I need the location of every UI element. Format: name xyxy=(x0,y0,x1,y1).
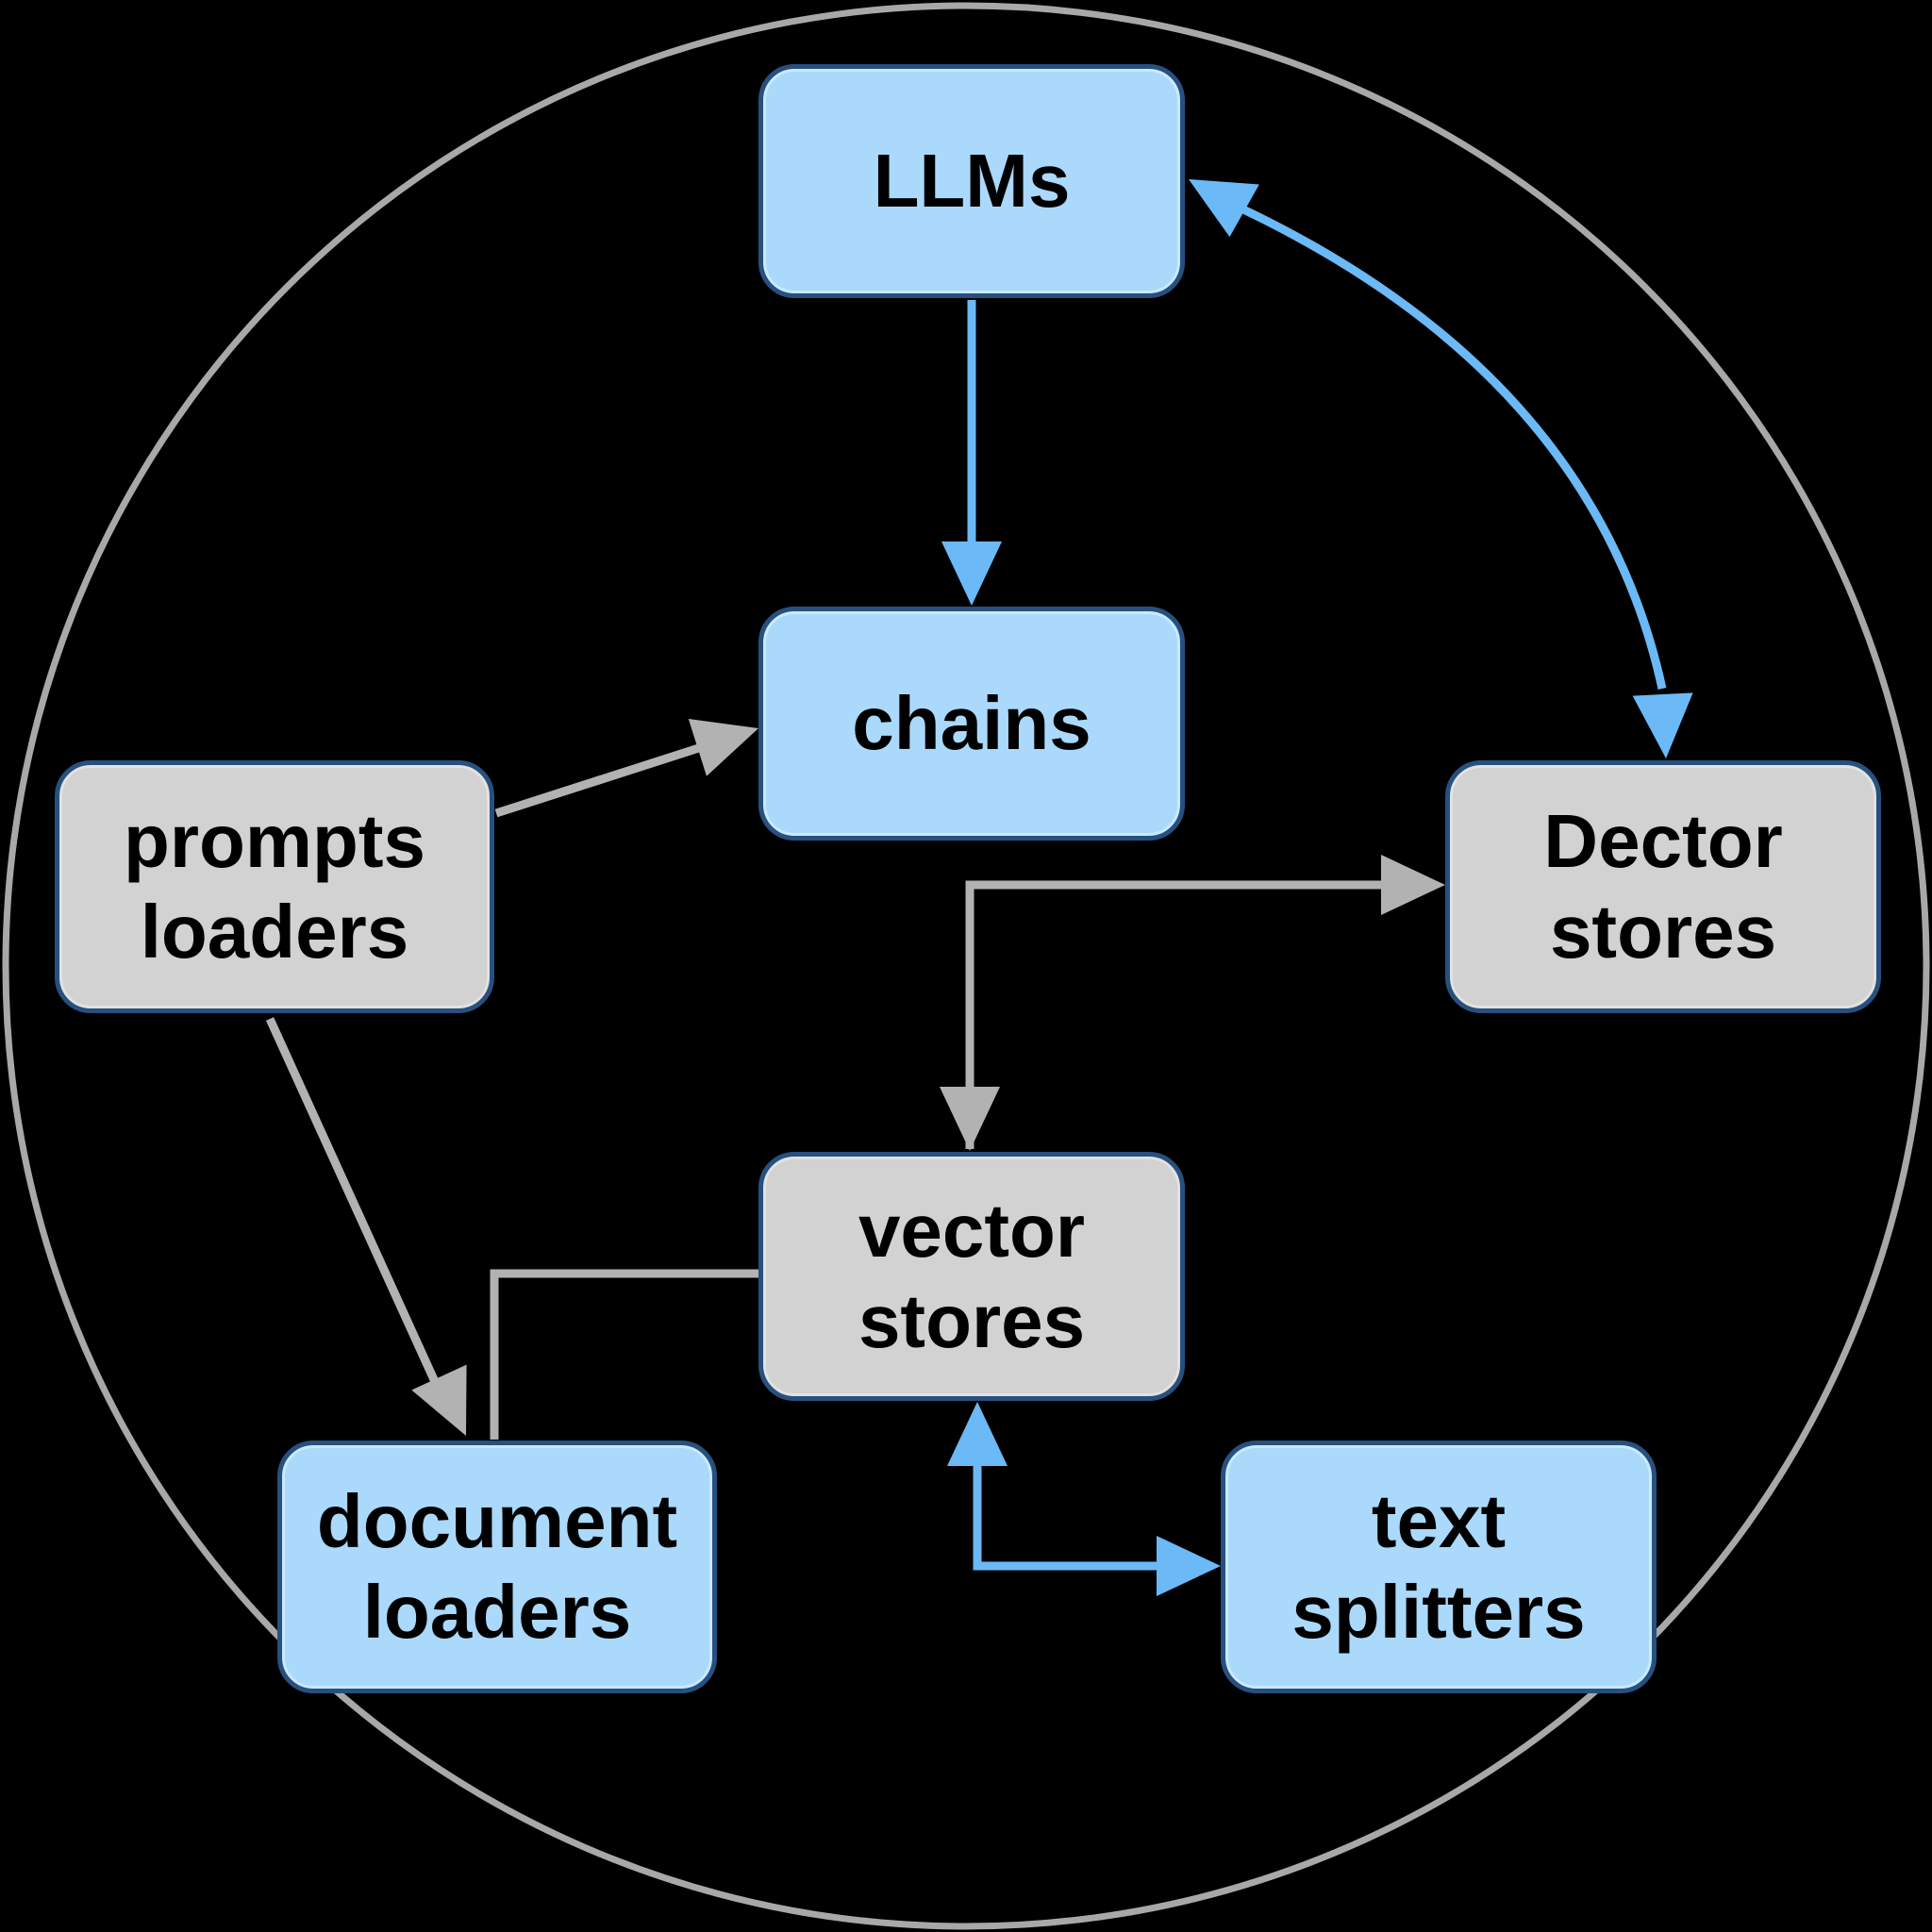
node-prompts-loaders-line-2: loaders xyxy=(140,890,409,974)
edge-chains-to-dector-stores-arrowhead xyxy=(1381,855,1445,915)
node-document-loaders-line-1: document xyxy=(316,1479,678,1563)
node-text-splitters[interactable]: text splitters xyxy=(1221,1441,1657,1693)
node-llms[interactable]: LLMs xyxy=(758,64,1185,298)
node-llms-label: LLMs xyxy=(873,139,1071,223)
node-chains-label: chains xyxy=(852,681,1091,765)
node-prompts-loaders[interactable]: prompts loaders xyxy=(55,760,494,1013)
edge-vector-stores-to-document-loaders-line xyxy=(490,1269,758,1440)
edge-prompts-loaders-to-document-loaders-arrowhead xyxy=(411,1364,467,1436)
node-text-splitters-line-2: splitters xyxy=(1291,1570,1586,1654)
node-vector-stores[interactable]: vector stores xyxy=(758,1152,1185,1401)
edge-chains-to-dector-stores-line xyxy=(965,880,1396,1149)
edge-layer xyxy=(265,179,1693,1596)
edge-vector-stores-to-text-splitters-start-arrowhead xyxy=(947,1402,1008,1466)
node-document-loaders[interactable]: document loaders xyxy=(277,1441,717,1693)
edge-prompts-loaders-to-document-loaders-line xyxy=(265,1017,446,1398)
node-vector-stores-line-2: stores xyxy=(858,1279,1086,1363)
edge-chains-to-vector-stores-arrowhead xyxy=(940,1087,1000,1151)
edge-llms-to-dector-stores-start-arrowhead xyxy=(1189,179,1259,238)
edge-prompts-loaders-to-chains-arrowhead xyxy=(688,719,758,776)
edge-vector-stores-to-text-splitters-arrowhead xyxy=(1157,1536,1221,1596)
node-vector-stores-line-1: vector xyxy=(858,1189,1086,1273)
node-dector-stores-line-2: stores xyxy=(1549,890,1777,974)
node-chains[interactable]: chains xyxy=(758,607,1185,841)
node-dector-stores-line-1: Dector xyxy=(1543,799,1783,883)
node-prompts-loaders-line-1: prompts xyxy=(124,799,425,883)
node-text-splitters-line-1: text xyxy=(1371,1479,1507,1563)
edge-llms-to-chains-arrowhead xyxy=(941,541,1002,606)
edge-llms-to-dector-stores-arrowhead xyxy=(1632,692,1693,758)
edge-vector-stores-to-text-splitters-line xyxy=(973,1449,1168,1571)
edge-prompts-loaders-to-chains-line xyxy=(494,741,709,818)
node-document-loaders-line-2: loaders xyxy=(362,1570,632,1654)
node-dector-stores[interactable]: Dector stores xyxy=(1445,760,1881,1013)
edge-llms-to-dector-stores-line xyxy=(1241,205,1667,690)
